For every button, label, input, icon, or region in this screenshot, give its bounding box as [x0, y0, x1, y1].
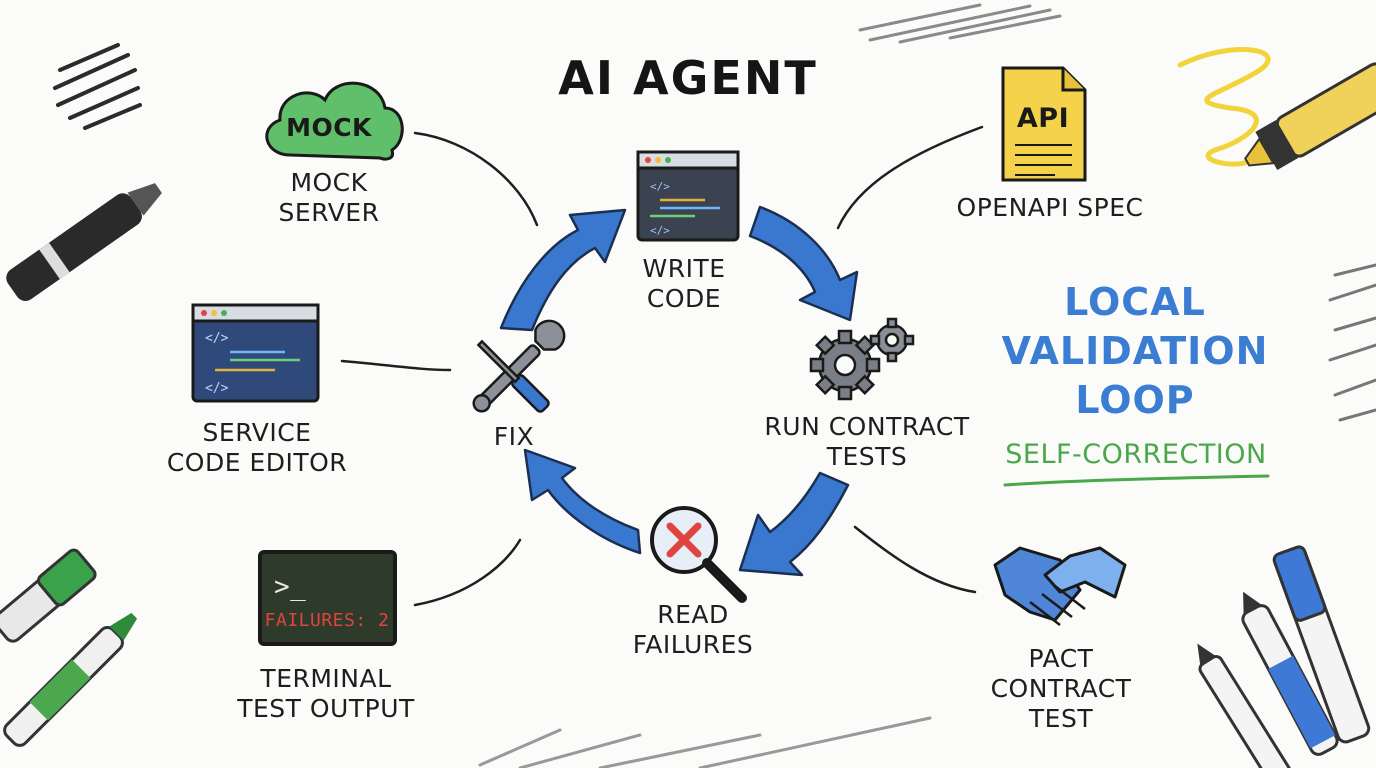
code-editor-line-1: SERVICE — [202, 418, 312, 447]
side-heading-line-1: LOCAL — [1064, 280, 1206, 324]
openapi-spec-label: OPENAPI SPEC — [956, 193, 1144, 222]
gears-icon — [809, 317, 915, 401]
connector-pact — [853, 525, 977, 594]
self-correction-underline — [1003, 474, 1270, 487]
openapi-document-icon — [1001, 66, 1087, 182]
step-write-code-line-1: WRITE — [642, 254, 726, 283]
mock-cloud-text: MOCK — [286, 113, 372, 142]
openapi-document-text: API — [1016, 103, 1070, 134]
step-read-failures-label: READ FAILURES — [633, 600, 754, 660]
tools-icon — [472, 319, 566, 413]
scribble-top-left — [53, 43, 142, 130]
page-title: AI AGENT — [558, 51, 818, 105]
connector-terminal — [413, 538, 522, 607]
arrow-fix-to-write — [499, 208, 627, 332]
step-write-code-label: WRITE CODE — [642, 254, 725, 314]
marker-black-left — [6, 183, 162, 301]
pact-label: PACT CONTRACT TEST — [991, 644, 1132, 734]
arrow-read-to-fix — [523, 448, 642, 555]
terminal-line-1: TERMINAL — [260, 664, 392, 693]
step-write-code-line-2: CODE — [646, 284, 722, 313]
loop-arrows — [499, 205, 859, 577]
terminal-prompt: >_ — [274, 572, 307, 602]
side-heading-line-3: LOOP — [1075, 378, 1195, 422]
service-code-editor-icon: </> </> — [191, 303, 320, 403]
step-run-tests-label: RUN CONTRACT TESTS — [764, 412, 969, 472]
marker-green-left — [0, 548, 138, 747]
scribble-bottom-center — [478, 716, 932, 768]
arrow-run-to-read — [738, 471, 850, 577]
code-editor-line-2: CODE EDITOR — [166, 448, 348, 477]
self-correction-label: SELF-CORRECTION — [1005, 439, 1267, 470]
marker-yellow-right — [1244, 62, 1376, 171]
step-read-failures-line-2: FAILURES — [632, 630, 754, 659]
connector-mock — [413, 131, 539, 227]
step-run-tests-line-2: TESTS — [826, 442, 908, 471]
code-window-icon: </> </> — [636, 150, 740, 242]
connector-lines — [340, 125, 984, 607]
connector-editor — [340, 359, 452, 372]
pact-line-1: PACT — [1028, 644, 1094, 673]
terminal-failures-text: FAILURES: 2 — [264, 610, 390, 631]
arrow-write-to-run — [748, 205, 859, 322]
scribble-top-center — [858, 3, 1062, 44]
side-heading: LOCAL VALIDATION LOOP — [1002, 278, 1269, 425]
pact-line-3: TEST — [1028, 704, 1094, 733]
step-fix-label: FIX — [493, 422, 535, 451]
svg-text:</>: </> — [205, 331, 229, 346]
mock-cloud-icon — [265, 81, 404, 161]
mock-server-line-2: SERVER — [278, 198, 380, 227]
step-run-tests-line-1: RUN CONTRACT — [764, 412, 970, 441]
handshake-icon — [993, 546, 1127, 626]
pact-line-2: CONTRACT — [990, 674, 1132, 703]
side-heading-line-2: VALIDATION — [1001, 329, 1269, 373]
magnifier-error-icon — [650, 506, 747, 603]
terminal-line-2: TEST OUTPUT — [237, 694, 415, 723]
svg-text:</>: </> — [650, 180, 670, 193]
terminal-icon — [258, 550, 397, 646]
mock-server-line-1: MOCK — [290, 168, 368, 197]
svg-text:</>: </> — [205, 381, 229, 396]
step-read-failures-line-1: READ — [657, 600, 729, 629]
yellow-squiggle — [1177, 47, 1271, 167]
connector-openapi — [836, 125, 984, 230]
mock-server-label: MOCK SERVER — [279, 168, 380, 228]
code-editor-label: SERVICE CODE EDITOR — [167, 418, 347, 478]
terminal-label: TERMINAL TEST OUTPUT — [237, 664, 415, 724]
scribble-right — [1328, 263, 1376, 422]
markers-blue-right — [1197, 545, 1371, 768]
svg-text:</>: </> — [650, 224, 670, 237]
